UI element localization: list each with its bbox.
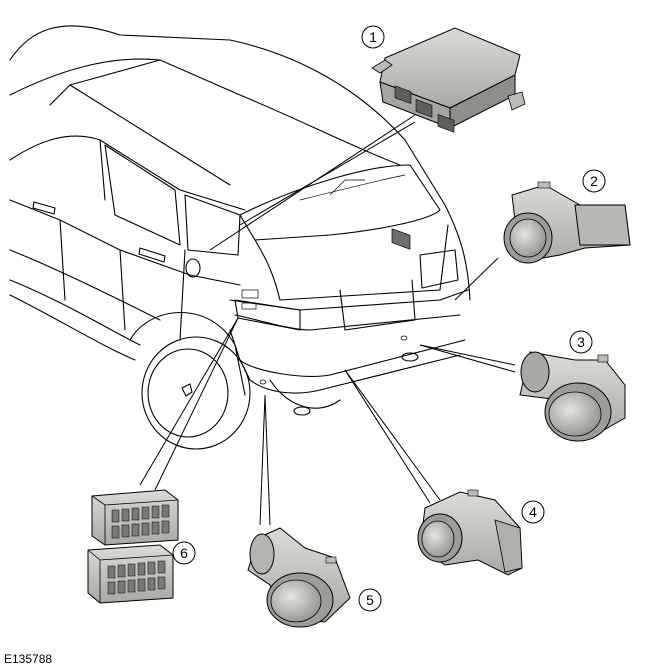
callout-5: 5: [358, 588, 382, 612]
callout-1: 1: [361, 25, 385, 49]
callout-4-label: 4: [529, 504, 537, 520]
callout-6-label: 6: [180, 545, 188, 561]
callout-3: 3: [569, 330, 593, 354]
vehicle-outline: [9, 25, 471, 450]
connector-upper: [91, 489, 179, 546]
connector-lower: [87, 544, 174, 604]
parking-sensor-4: [417, 489, 523, 576]
callout-6: 6: [172, 541, 196, 565]
figure-code: E135788: [4, 652, 53, 666]
callout-3-label: 3: [577, 334, 585, 350]
callout-1-label: 1: [369, 29, 377, 45]
parking-sensor-5: [247, 527, 351, 628]
leader-lines: [139, 114, 516, 526]
callout-5-label: 5: [366, 592, 374, 608]
parking-sensor-3: [519, 351, 626, 442]
parking-sensor-2: [503, 181, 631, 264]
parking-aid-module: [371, 27, 526, 250]
callout-4: 4: [521, 500, 545, 524]
callout-2: 2: [582, 169, 606, 193]
callout-2-label: 2: [590, 173, 598, 189]
